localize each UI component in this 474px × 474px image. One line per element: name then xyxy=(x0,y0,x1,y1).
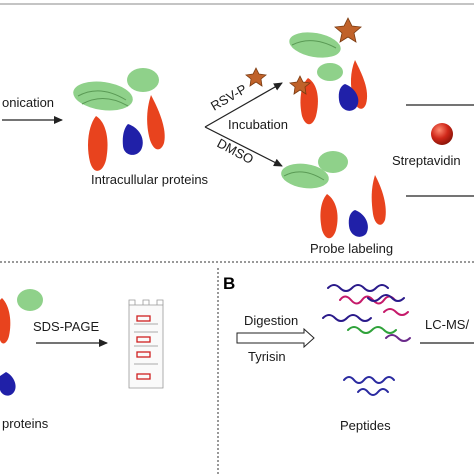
probe-star-icon xyxy=(289,75,311,95)
sonication-label: onication xyxy=(2,95,54,110)
intracellular-label: Intracullular proteins xyxy=(91,172,209,187)
protein-green-fold xyxy=(77,90,129,107)
gel-icon xyxy=(128,299,164,389)
protein-blue xyxy=(338,84,359,111)
protein-green-small xyxy=(318,151,348,173)
digestion-arrow xyxy=(236,327,315,349)
protein-green-large xyxy=(281,163,329,189)
dmso-label: DMSO xyxy=(215,135,256,167)
proteins-label: proteins xyxy=(2,416,49,431)
protein-green-large xyxy=(289,32,341,58)
protein-blue xyxy=(122,124,143,155)
protein-green-fold xyxy=(283,171,325,181)
peptide-strand xyxy=(367,294,405,302)
labeled-protein-cluster xyxy=(289,17,368,125)
dmso-protein-cluster xyxy=(281,151,386,239)
tyrisin-label: Tyrisin xyxy=(248,349,286,364)
protein-red-right xyxy=(371,175,386,225)
probe-star-icon xyxy=(245,67,267,87)
gel-band xyxy=(136,336,151,343)
gel-wells xyxy=(128,299,164,305)
incubation-label: Incubation xyxy=(228,117,288,132)
peptide-strand xyxy=(343,376,395,384)
peptide-strand xyxy=(322,314,372,322)
gel-band xyxy=(136,373,151,380)
probe-label: RSV-P xyxy=(208,81,249,113)
peptides-label: Peptides xyxy=(340,418,391,433)
dmso-branch-arrow xyxy=(204,126,283,167)
protein-red xyxy=(0,298,11,344)
peptide-strand xyxy=(339,295,396,305)
lc-ms-label: LC-MS/ xyxy=(425,317,469,332)
protein-red-left xyxy=(320,194,338,239)
panel-b-letter: B xyxy=(223,274,235,293)
intracellular-protein-cluster xyxy=(73,68,165,171)
sds-page-label: SDS-PAGE xyxy=(33,319,100,334)
protein-green-large xyxy=(73,81,133,111)
protein-green-fold xyxy=(291,40,337,49)
probe-branch-arrow xyxy=(204,82,283,128)
protein-blue xyxy=(0,372,16,396)
protein-green-small xyxy=(127,68,159,92)
protein-green-small xyxy=(17,289,43,311)
peptide-strand xyxy=(347,326,397,334)
gel-protein-cluster xyxy=(0,289,43,396)
digestion-label: Digestion xyxy=(244,313,298,328)
probe-star-icon xyxy=(334,17,362,43)
streptavidin-label: Streptavidin xyxy=(392,153,461,168)
peptide-strand xyxy=(357,388,389,396)
gel-band xyxy=(136,315,151,322)
protein-red-right xyxy=(147,95,165,150)
peptide-strand xyxy=(385,334,411,342)
streptavidin-bead-icon xyxy=(431,123,453,145)
probe-labeling-label: Probe labeling xyxy=(310,241,393,256)
peptide-strand xyxy=(327,284,389,292)
protein-blue xyxy=(348,210,368,237)
peptide-strand xyxy=(383,308,409,316)
peptide-cluster xyxy=(322,284,411,396)
protein-green-small xyxy=(317,63,343,81)
gel-band xyxy=(136,351,151,358)
protein-red-left xyxy=(88,116,108,171)
